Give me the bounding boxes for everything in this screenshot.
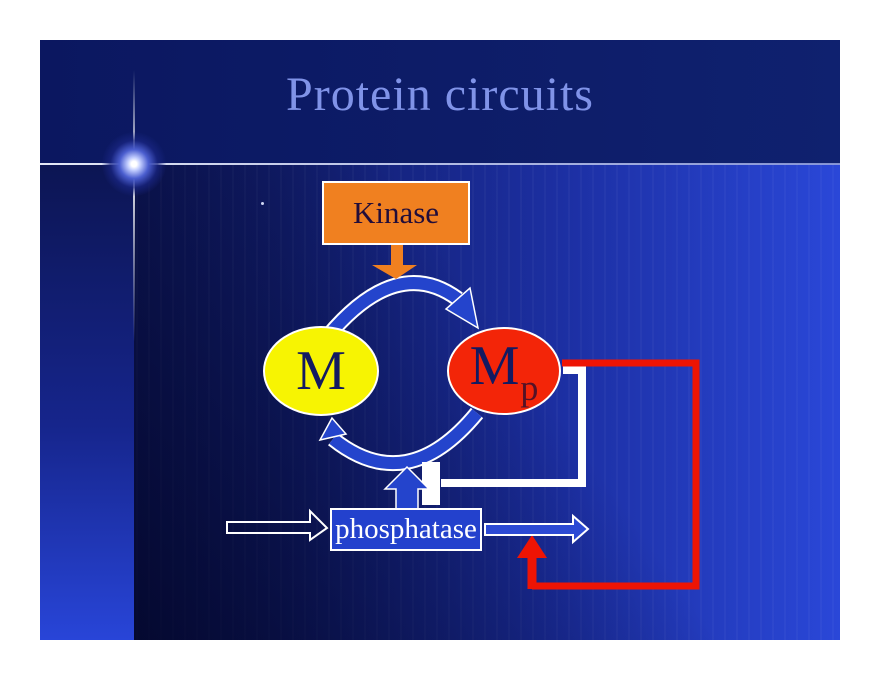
input-arrow-icon — [226, 508, 329, 542]
feedback-loop-line — [532, 359, 700, 590]
left-gradient-strip — [40, 164, 134, 640]
m-protein-node: M — [263, 326, 379, 416]
page-title: Protein circuits — [286, 68, 594, 121]
title-band-background — [40, 40, 840, 164]
kinase-down-arrow-icon — [372, 245, 417, 279]
inhibition-connector-line — [441, 366, 586, 487]
inhibition-tbar — [422, 462, 440, 505]
cycle-top-arrowhead-icon — [444, 286, 480, 330]
kinase-node: Kinase — [322, 181, 470, 245]
output-arrow-icon — [484, 513, 590, 545]
feedback-up-arrowhead-icon — [517, 535, 547, 558]
cycle-bottom-arrowhead-icon — [318, 416, 348, 442]
vertical-flare-line — [133, 70, 135, 342]
mp-label-main: M — [469, 334, 520, 397]
mp-label: Mp — [470, 334, 539, 409]
kinase-label: Kinase — [352, 195, 440, 230]
phosphatase-node: phosphatase — [330, 508, 482, 551]
horizontal-divider-line — [40, 163, 840, 165]
small-dot — [261, 202, 264, 205]
cycle-bottom-arc — [329, 409, 482, 470]
slide: Protein circuits Kinase M Mp p — [40, 40, 840, 640]
phosphatase-label: phosphatase — [335, 513, 477, 545]
diagram-canvas — [226, 245, 700, 590]
light-flare-orb — [102, 132, 166, 196]
m-label: M — [296, 340, 346, 402]
mp-protein-node: Mp — [447, 327, 561, 415]
mp-label-subscript: p — [520, 367, 539, 408]
cycle-top-arc — [323, 277, 462, 340]
